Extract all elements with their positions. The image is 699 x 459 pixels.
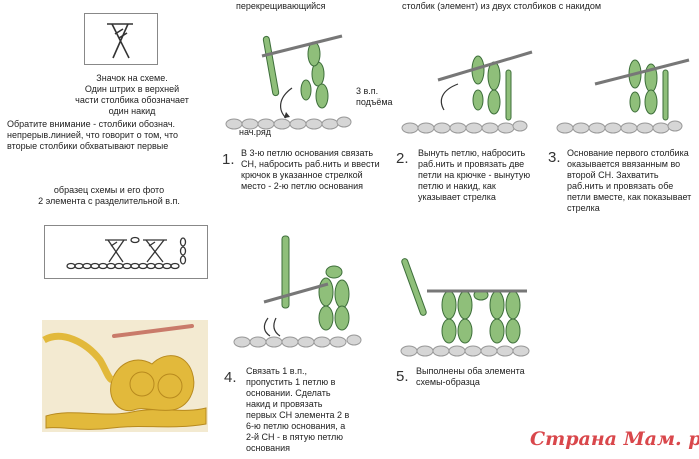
step-1-text: В 3-ю петлю основания связать СН, наброс… [241, 148, 380, 191]
step-5-text: Выполнены оба элемента схемы-образца [416, 366, 525, 387]
yarn-sample-photo-drawing [42, 320, 208, 432]
sample-photo [42, 320, 208, 432]
sample-caption: образец схемы и его фото 2 элемента с ра… [38, 185, 180, 206]
sample-schema-diagram [66, 236, 187, 270]
step-2-number: 2. [396, 150, 409, 167]
turning-chain-label: 3 в.п. подъёма [356, 86, 393, 107]
sample-schema-box [44, 225, 208, 279]
watermark-brand: Страна Мам [530, 428, 676, 450]
step-1-diagram [222, 28, 372, 146]
chain-base-label: нач.ряд [239, 127, 271, 137]
step-5-number: 5. [396, 368, 409, 385]
step-4-diagram [228, 232, 378, 362]
step-3-diagram [555, 40, 695, 140]
step-4-text: Связать 1 в.п., пропустить 1 петлю в осн… [246, 366, 350, 453]
step-4-number: 4. [224, 369, 237, 386]
watermark-suffix: . ру [675, 428, 699, 450]
double-crossed-stitch-symbol [107, 23, 133, 59]
step-5-diagram [397, 255, 547, 365]
step-3-number: 3. [548, 149, 561, 166]
header-left-label: перекрещивающийся [236, 1, 326, 11]
attention-note: Обратите внимание - столбики обознач. не… [7, 119, 179, 151]
header-right-label: столбик (элемент) из двух столбиков с на… [402, 1, 602, 11]
symbol-note: Значок на схеме. Один штрих в верхней ча… [75, 73, 189, 116]
step-2-diagram [398, 40, 538, 140]
step-1-number: 1. [222, 151, 235, 168]
step-3-text: Основание первого столбика оказывается в… [567, 148, 692, 213]
symbol-box [84, 13, 158, 65]
watermark: Страна Мам. ру [530, 428, 699, 450]
step-2-text: Вынуть петлю, набросить раб.нить и провя… [418, 148, 531, 202]
